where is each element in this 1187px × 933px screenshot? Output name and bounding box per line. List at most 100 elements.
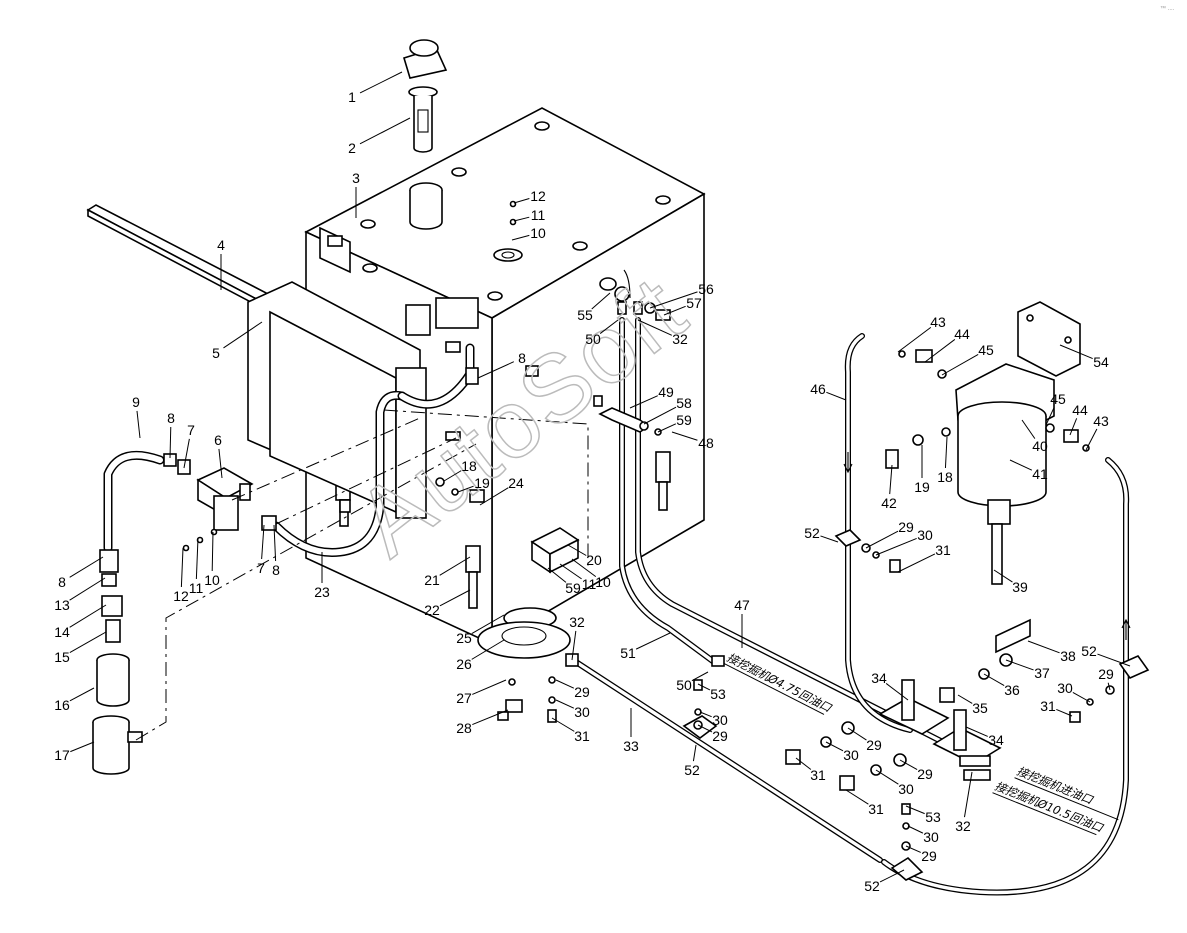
fittings-left bbox=[99, 453, 277, 587]
callout-c23: 23 bbox=[314, 584, 330, 600]
leader-line bbox=[629, 395, 658, 409]
leader-line bbox=[439, 589, 471, 607]
relay-box bbox=[530, 527, 580, 574]
callout-c40: 40 bbox=[1032, 438, 1048, 454]
leader-line bbox=[567, 544, 587, 556]
callout-c1: 1 bbox=[348, 89, 356, 105]
port-note-underline bbox=[723, 663, 825, 715]
callout-c20: 20 bbox=[586, 552, 602, 568]
callout-c48: 48 bbox=[698, 435, 714, 451]
leader-line bbox=[555, 699, 575, 709]
callout-c9: 9 bbox=[132, 394, 140, 410]
callout-c43b: 43 bbox=[1093, 413, 1109, 429]
leader-line bbox=[941, 354, 979, 376]
leader-line bbox=[847, 727, 867, 741]
callout-c59a: 59 bbox=[676, 412, 692, 428]
callout-c52b: 52 bbox=[804, 525, 820, 541]
callout-c51: 51 bbox=[620, 645, 636, 661]
leader-line bbox=[261, 524, 265, 560]
leader-line bbox=[69, 556, 104, 578]
leader-line bbox=[195, 537, 199, 580]
leader-line bbox=[1059, 344, 1093, 360]
callout-c50a: 50 bbox=[585, 331, 601, 347]
callout-c43a: 43 bbox=[930, 314, 946, 330]
callout-c7b: 7 bbox=[257, 560, 265, 576]
callout-c12a: 12 bbox=[530, 188, 546, 204]
leader-line bbox=[69, 577, 106, 601]
callout-c21: 21 bbox=[424, 572, 440, 588]
callout-c59b: 59 bbox=[565, 580, 581, 596]
leader-line bbox=[273, 524, 277, 562]
pipe-51 bbox=[619, 317, 717, 665]
callout-c30g: 30 bbox=[1057, 680, 1073, 696]
callout-c31d: 31 bbox=[868, 801, 884, 817]
callout-c29c: 29 bbox=[866, 737, 882, 753]
callout-c28: 28 bbox=[456, 720, 472, 736]
leader-line bbox=[472, 679, 507, 695]
callout-c31e: 31 bbox=[1040, 698, 1056, 714]
leader-line bbox=[547, 567, 567, 583]
leader-line bbox=[795, 757, 812, 770]
leader-line bbox=[983, 673, 1005, 686]
leader-line bbox=[697, 683, 711, 691]
callout-c10c: 10 bbox=[595, 574, 611, 590]
callout-c31b: 31 bbox=[935, 542, 951, 558]
callout-c19b: 19 bbox=[914, 479, 930, 495]
callout-c3: 3 bbox=[352, 170, 360, 186]
callout-c27: 27 bbox=[456, 690, 472, 706]
callout-c42: 42 bbox=[881, 495, 897, 511]
filter-bowl-41 bbox=[957, 401, 1047, 525]
callout-c38: 38 bbox=[1060, 648, 1076, 664]
callout-c8c: 8 bbox=[272, 562, 280, 578]
flow-arrows bbox=[843, 452, 1131, 640]
tank-plug bbox=[525, 365, 539, 377]
level-gauge bbox=[493, 248, 523, 262]
filler-neck bbox=[409, 182, 443, 230]
callout-c29d: 29 bbox=[898, 519, 914, 535]
leader-line bbox=[825, 741, 844, 752]
leader-line bbox=[1005, 659, 1034, 671]
drain-tube-39 bbox=[991, 523, 1003, 585]
port-note-underline bbox=[992, 792, 1097, 836]
callout-c19a: 19 bbox=[474, 475, 490, 491]
leader-line bbox=[472, 709, 509, 726]
callout-c29b: 29 bbox=[712, 728, 728, 744]
leader-line bbox=[1069, 418, 1078, 436]
leader-line bbox=[899, 759, 918, 771]
callout-c10b: 10 bbox=[204, 572, 220, 588]
leader-line bbox=[663, 305, 686, 316]
tank-top-bosses bbox=[360, 121, 671, 301]
leader-line bbox=[697, 724, 713, 733]
leader-line bbox=[944, 436, 948, 469]
callout-c17: 17 bbox=[54, 747, 70, 763]
leader-line bbox=[599, 319, 619, 334]
callout-c52d: 52 bbox=[864, 878, 880, 894]
leader-line bbox=[223, 321, 263, 349]
callout-c58: 58 bbox=[676, 395, 692, 411]
callout-c44b: 44 bbox=[1072, 402, 1088, 418]
callout-c53a: 53 bbox=[710, 686, 726, 702]
callout-c54: 54 bbox=[1093, 354, 1109, 370]
callout-c31a: 31 bbox=[574, 728, 590, 744]
suction-hose-9 bbox=[103, 450, 165, 553]
leader-line bbox=[889, 464, 893, 495]
leader-line bbox=[885, 683, 909, 701]
leader-line bbox=[905, 845, 921, 853]
callout-c35: 35 bbox=[972, 700, 988, 716]
callout-c18a: 18 bbox=[461, 458, 477, 474]
bracket-plate-b bbox=[435, 297, 479, 329]
valve-block-6 bbox=[196, 467, 254, 531]
leader-line bbox=[826, 391, 847, 401]
leader-line bbox=[820, 535, 839, 543]
callout-c24: 24 bbox=[508, 475, 524, 491]
leader-line bbox=[571, 630, 577, 661]
callout-c13: 13 bbox=[54, 597, 70, 613]
callout-c36: 36 bbox=[1004, 682, 1020, 698]
leader-line bbox=[359, 71, 403, 94]
leader-line bbox=[875, 769, 899, 785]
callout-c47: 47 bbox=[734, 597, 750, 613]
leader-line bbox=[443, 470, 462, 482]
leader-line bbox=[69, 604, 107, 628]
callout-c16: 16 bbox=[54, 697, 70, 713]
rubber-strip bbox=[86, 204, 274, 311]
